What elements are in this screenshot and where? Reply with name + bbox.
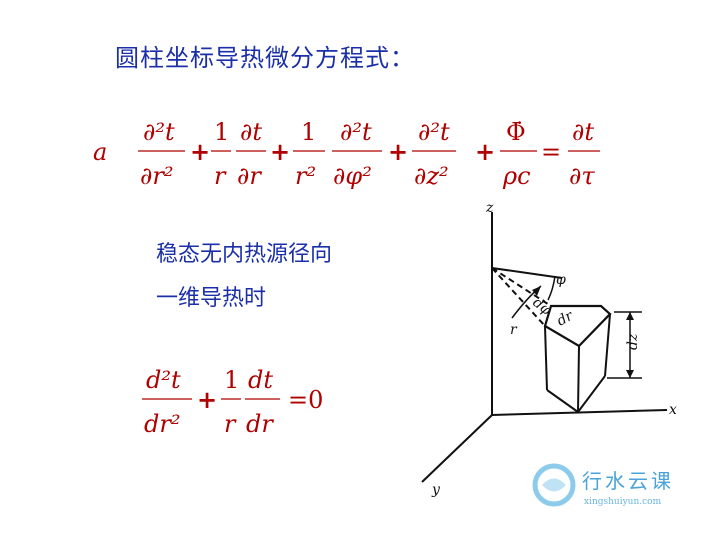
dphi-label: dφ: [530, 295, 555, 319]
dz-arrow-bottom: [626, 370, 634, 378]
watermark-brand: 行水云课: [582, 469, 674, 493]
y-axis-line: [421, 414, 493, 483]
element-top-face: [543, 304, 612, 348]
x-axis-line: [491, 409, 668, 416]
dz-arrow-top: [626, 312, 634, 320]
radial-dashed-1: [491, 267, 552, 307]
element-front-edge-right: [604, 313, 611, 377]
watermark-logo: 行水云课 xingshuiyun.com: [532, 460, 702, 514]
logo-swirl-icon: [532, 463, 576, 507]
condition-line-2: 一维导热时: [156, 286, 267, 311]
z-axis-label: z: [485, 200, 494, 216]
y-axis-label: y: [431, 482, 441, 498]
element-front-edge-mid: [577, 345, 580, 413]
r-arrowhead: [532, 286, 541, 296]
r-label: r: [510, 322, 518, 338]
phi-reference-line: [491, 267, 563, 279]
condition-text: 稳态无内热源径向 一维导热时: [156, 233, 332, 321]
watermark-svg: 行水云课 xingshuiyun.com: [532, 463, 674, 507]
condition-line-1: 稳态无内热源径向: [156, 242, 333, 267]
radial-dashed-2: [491, 267, 546, 327]
element-bottom-left: [546, 389, 579, 413]
phi-label: φ: [556, 272, 566, 288]
page-title: 圆柱坐标导热微分方程式：: [115, 44, 415, 72]
dr-label: dr: [554, 307, 576, 329]
watermark-url: xingshuiyun.com: [584, 497, 662, 507]
x-axis-label: x: [669, 402, 677, 418]
element-front-edge-left: [544, 325, 548, 391]
phi-arc: [547, 275, 556, 301]
element-bottom-right: [577, 375, 606, 413]
dz-label: dz: [625, 333, 641, 350]
